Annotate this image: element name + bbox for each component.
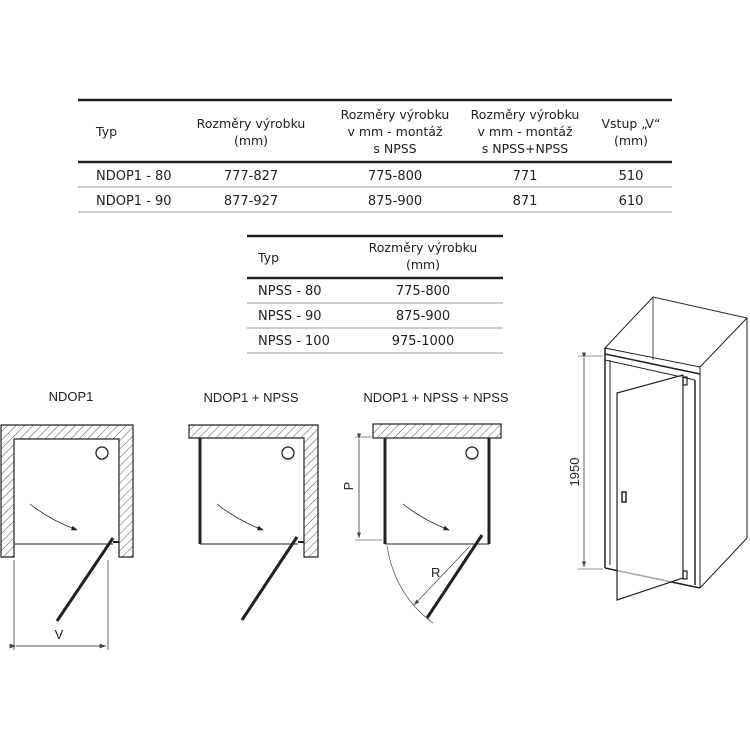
height-dimension-label: 1950 [567, 458, 582, 487]
header-npss2: Rozměry výrobku [471, 107, 580, 122]
diagram-title: NDOP1 + NPSS [203, 390, 298, 405]
diagram-ndop1: NDOP1 V [0, 389, 134, 650]
cell: 777-827 [224, 169, 278, 184]
cell: 771 [513, 169, 538, 184]
cell: 975-1000 [392, 334, 455, 349]
header-vstup-unit: (mm) [614, 133, 648, 148]
header-npss2-3: s NPSS+NPSS [482, 141, 569, 156]
header-dims: Rozměry výrobku [197, 116, 306, 131]
header-npss-2: v mm - montáž [347, 124, 442, 139]
swing-arrow-icon [29, 503, 78, 531]
table-row: NDOP1 - 80 777-827 775-800 771 510 [96, 169, 643, 184]
dimensions-table: Typ Rozměry výrobku (mm) Rozměry výrobku… [78, 98, 672, 213]
diagram-ndop1-npss: NDOP1 + NPSS [188, 390, 319, 621]
cell: NPSS - 100 [258, 334, 330, 349]
cell: 510 [619, 169, 644, 184]
header-dims: Rozměry výrobku [369, 240, 478, 255]
npss-table: Typ Rozměry výrobku (mm) NPSS - 80 775-8… [247, 234, 503, 354]
hinge-icon [682, 570, 688, 580]
v-dimension-label: V [55, 627, 64, 642]
shower-3d-view: 1950 [567, 296, 748, 601]
cell: 775-800 [396, 284, 450, 299]
cell: 610 [619, 194, 644, 209]
header-npss: Rozměry výrobku [341, 107, 450, 122]
door-handle-icon [621, 491, 627, 503]
cell: 875-900 [368, 194, 422, 209]
header-dims-unit: (mm) [234, 133, 268, 148]
r-dimension-label: R [431, 565, 440, 580]
cell: NPSS - 90 [258, 309, 322, 324]
diagram-ndop1-npss-npss: NDOP1 + NPSS + NPSS R P [341, 390, 509, 624]
cell: 875-900 [396, 309, 450, 324]
cell: NDOP1 - 90 [96, 194, 172, 209]
table-row: NDOP1 - 90 877-927 875-900 871 610 [96, 194, 643, 209]
diagram-title: NDOP1 [49, 389, 94, 404]
p-dimension-label: P [341, 482, 356, 491]
diagram-title: NDOP1 + NPSS + NPSS [363, 390, 509, 405]
cell: 877-927 [224, 194, 278, 209]
cell: 775-800 [368, 169, 422, 184]
swing-arrow-icon [402, 503, 450, 531]
header-typ: Typ [257, 250, 279, 265]
header-typ: Typ [95, 124, 117, 139]
cell: NDOP1 - 80 [96, 169, 172, 184]
swing-arrow-icon [216, 503, 264, 531]
header-npss2-2: v mm - montáž [477, 124, 572, 139]
header-dims-unit: (mm) [406, 257, 440, 272]
hinge-icon [682, 376, 688, 386]
header-vstup: Vstup „V“ [601, 116, 660, 131]
cell: NPSS - 80 [258, 284, 322, 299]
cell: 871 [513, 194, 538, 209]
header-npss-3: s NPSS [373, 141, 416, 156]
